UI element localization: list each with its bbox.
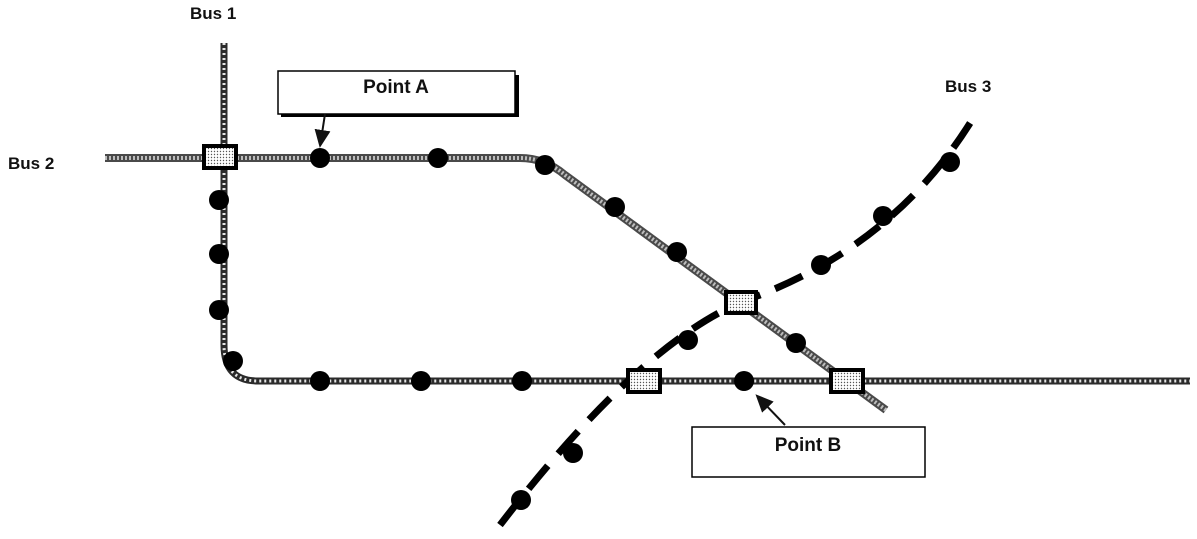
bus-3-label: Bus 3: [945, 77, 991, 96]
bus-stop: [209, 300, 229, 320]
point-a-arrow: [314, 113, 331, 148]
bus-1-route: [220, 43, 1190, 385]
bus-stop: [209, 190, 229, 210]
bus-stops: [209, 148, 960, 510]
bus-stop: [811, 255, 831, 275]
bus-stop: [535, 155, 555, 175]
bus-stop: [511, 490, 531, 510]
point-a-label: Point A: [363, 77, 429, 98]
bus-2-label: Bus 2: [8, 154, 54, 173]
bus-stop: [873, 206, 893, 226]
bus-stop: [786, 333, 806, 353]
transfer-station: [829, 368, 865, 394]
bus-stop: [940, 152, 960, 172]
bus-3-route: [497, 113, 979, 528]
bus-stop-point-b: [734, 371, 754, 391]
transfer-stations: [202, 144, 865, 394]
bus-stop: [223, 351, 243, 371]
transfer-station: [202, 144, 238, 170]
bus-stop: [678, 330, 698, 350]
bus-stop: [667, 242, 687, 262]
bus-stop: [310, 148, 330, 168]
transfer-station: [626, 368, 662, 394]
bus-stop: [310, 371, 330, 391]
bus-stop: [512, 371, 532, 391]
bus-stop: [605, 197, 625, 217]
point-b-callout: Point B: [691, 394, 926, 478]
point-b-label: Point B: [775, 435, 842, 456]
bus-stop: [209, 244, 229, 264]
point-a-callout: Point A: [277, 70, 519, 148]
bus-stop: [411, 371, 431, 391]
bus-1-label: Bus 1: [190, 4, 236, 23]
bus-stop: [563, 443, 583, 463]
point-b-arrow: [755, 394, 786, 426]
bus-stop: [428, 148, 448, 168]
transfer-station: [724, 290, 758, 315]
